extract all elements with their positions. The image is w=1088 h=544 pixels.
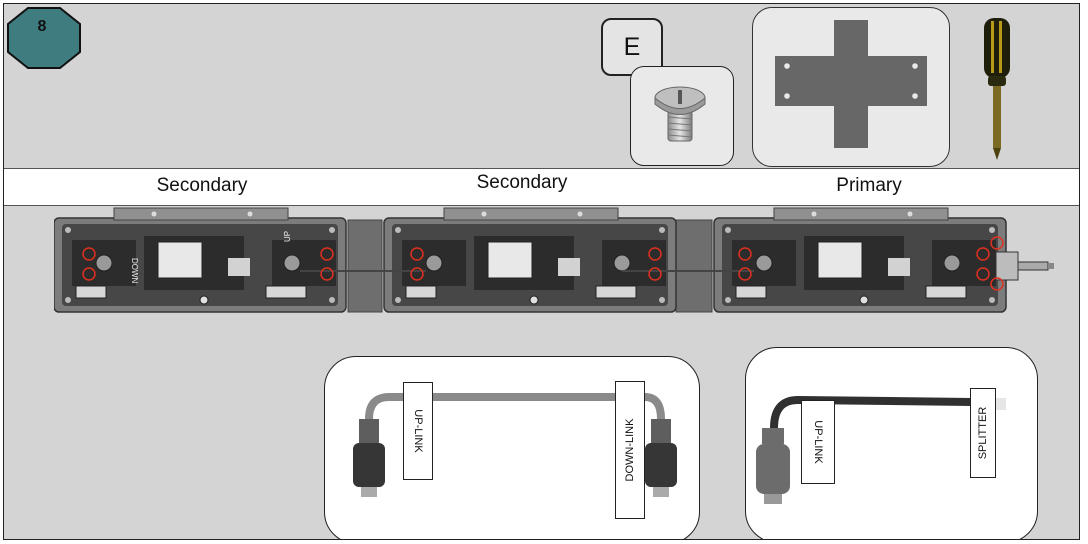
panel-down-label: DOWN [130,258,139,284]
mounting-plate-card [752,7,950,167]
splitter-label: SPLITTER [977,406,989,460]
part-label-card: E [601,18,663,76]
instruction-frame: 8 E [3,3,1080,540]
role-label-secondary-1: Secondary [156,175,248,196]
screw-highlight-circles [82,236,1004,291]
uplink-tag-2: UP-LINK [801,400,835,484]
uplink-label-2: UP-LINK [812,420,824,464]
uplink-splitter-cable-card: UP-LINK SPLITTER [745,347,1038,539]
part-letter: E [623,33,641,61]
uplink-downlink-cable-icon [353,393,677,497]
splitter-tag: SPLITTER [970,388,996,478]
screwdriver-icon [979,16,1015,167]
led-panel [53,207,347,313]
screw-icon [654,86,706,142]
downlink-label: DOWN-LINK [624,418,636,482]
panel-up-label: UP [283,231,292,242]
screw-card [630,66,734,166]
downlink-tag: DOWN-LINK [615,381,645,519]
uplink-tag: UP-LINK [403,382,433,480]
role-label-secondary-2: Secondary [476,172,568,193]
step-number: 8 [37,18,47,35]
uplink-downlink-cable-card: UP-LINK DOWN-LINK [324,356,700,539]
step-badge [6,6,82,75]
panel-role-band: Secondary Secondary Primary [4,168,1079,206]
uplink-label: UP-LINK [412,409,424,453]
mounting-plate-icon [775,20,927,148]
panel-assembly: DOWN UP [53,200,1064,321]
role-label-primary: Primary [836,175,902,196]
